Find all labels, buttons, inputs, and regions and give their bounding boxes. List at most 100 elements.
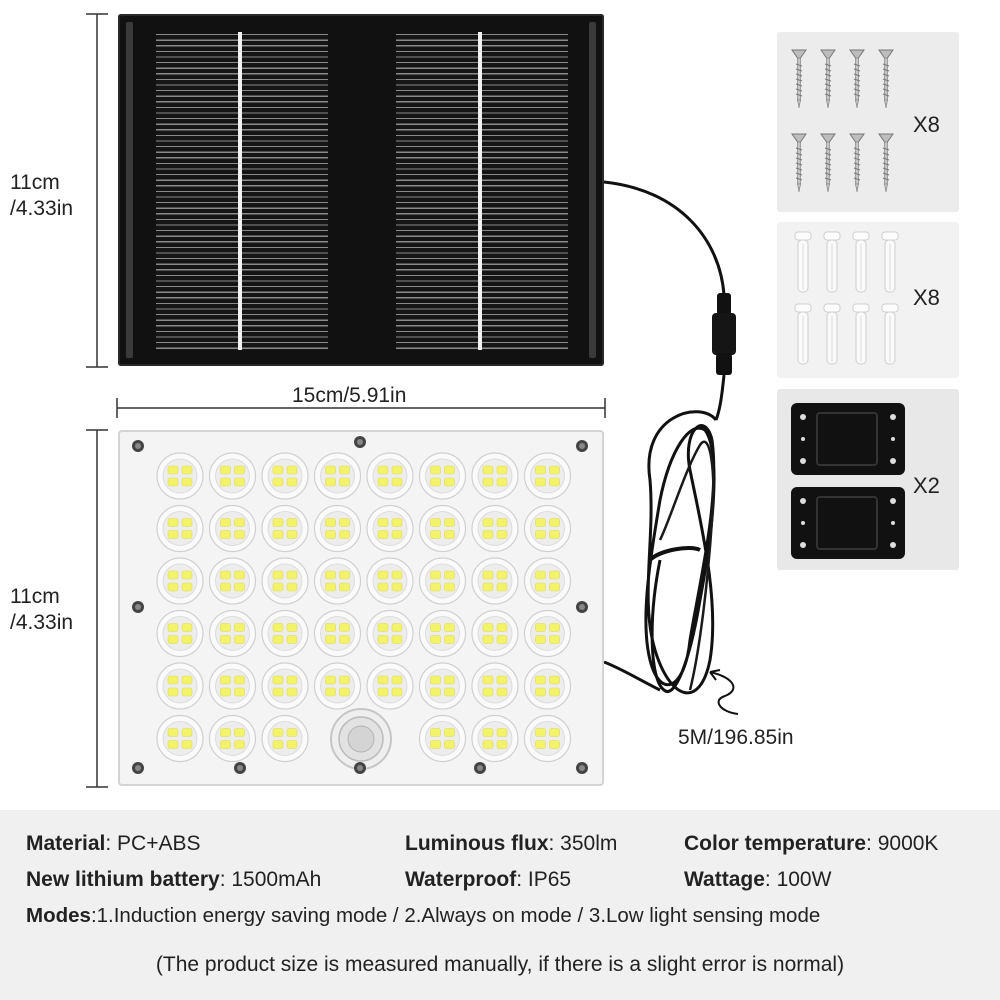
cable: [603, 180, 739, 715]
led-lens: [313, 609, 362, 658]
accessory-wall-plugs: X8: [777, 222, 959, 378]
panel-height-in: /4.33in: [10, 197, 74, 220]
led-lens: [313, 504, 362, 553]
led-lens: [208, 714, 257, 763]
mounting-screw-icon: [576, 601, 588, 613]
led-lens: [418, 452, 467, 500]
led-lens: [261, 714, 309, 763]
spec-section: [0, 810, 1000, 1000]
led-lens: [471, 504, 519, 553]
spec-battery-value: : 1500mAh: [219, 868, 322, 891]
spec-material: Material: PC+ABS: [26, 832, 201, 856]
spec-color-temperature: Color temperature: 9000K: [684, 832, 938, 856]
led-lens: [208, 452, 257, 500]
led-lens: [471, 557, 519, 605]
accessory-screws: X8: [777, 32, 959, 212]
led-lens: [261, 662, 309, 710]
light-height-in: /4.33in: [10, 611, 74, 634]
spec-waterproof-label: Waterproof: [405, 868, 517, 891]
mounting-screw-icon: [132, 762, 144, 774]
led-lens: [261, 504, 309, 553]
screws-quantity: X8: [913, 112, 940, 137]
spec-battery: New lithium battery: 1500mAh: [26, 868, 321, 892]
mounting-screw-icon: [576, 440, 588, 452]
spec-modes-label: Modes: [26, 904, 91, 927]
led-lens: [366, 557, 414, 605]
led-lens: [471, 452, 519, 500]
led-lens: [471, 662, 519, 710]
spec-waterproof: Waterproof: IP65: [405, 868, 571, 892]
spec-luminous-flux-value: : 350lm: [548, 832, 618, 855]
led-lens: [471, 609, 519, 658]
solar-cell-right: [396, 34, 568, 350]
spec-wattage-label: Wattage: [684, 868, 765, 891]
wall-plug-icon: [794, 231, 899, 365]
led-lens: [208, 557, 257, 605]
led-lens: [208, 662, 257, 710]
panel-height-label: 11cm /4.33in: [10, 170, 73, 222]
accessory-brackets: X2: [777, 389, 959, 570]
led-lens: [523, 662, 572, 710]
led-lens: [523, 609, 572, 658]
led-lens: [208, 609, 257, 658]
dimension-lines: [86, 13, 606, 788]
mounting-screw-icon: [234, 762, 246, 774]
brackets-quantity: X2: [913, 473, 940, 498]
led-lens: [523, 557, 572, 605]
led-lens: [523, 452, 572, 500]
cable-length-label: 5M/196.85in: [678, 726, 794, 749]
solar-panel: [118, 14, 604, 366]
solar-cell-left: [156, 34, 328, 350]
width-label: 15cm/5.91in: [292, 384, 407, 407]
motion-sensor-icon: [330, 708, 392, 770]
spec-wattage: Wattage: 100W: [684, 868, 831, 892]
led-lens: [261, 609, 309, 658]
led-lens: [313, 557, 362, 605]
spec-luminous-flux: Luminous flux: 350lm: [405, 832, 617, 856]
led-lens: [261, 557, 309, 605]
led-lens: [156, 504, 204, 553]
spec-color-temperature-value: : 9000K: [866, 832, 939, 855]
led-lens: [313, 662, 362, 710]
led-lens: [366, 452, 414, 500]
led-lens: [418, 714, 467, 763]
mounting-screw-icon: [576, 762, 588, 774]
spec-luminous-flux-label: Luminous flux: [405, 832, 549, 855]
light-height-cm: 11cm: [10, 585, 60, 608]
panel-height-cm: 11cm: [10, 171, 60, 194]
busbar-right: [478, 32, 482, 350]
led-lens: [366, 504, 414, 553]
mounting-screw-icon: [132, 601, 144, 613]
spec-waterproof-value: : IP65: [516, 868, 572, 891]
spec-material-label: Material: [26, 832, 106, 855]
led-lens: [261, 452, 309, 500]
spec-wattage-value: : 100W: [764, 868, 832, 891]
led-lens: [523, 714, 572, 763]
busbar-left: [238, 32, 242, 350]
led-lens: [418, 609, 467, 658]
spec-color-temperature-label: Color temperature: [684, 832, 867, 855]
led-lens: [418, 662, 467, 710]
led-lens: [366, 662, 414, 710]
mounting-screw-icon: [354, 762, 366, 774]
led-lens: [523, 504, 572, 553]
spec-modes: Modes:1.Induction energy saving mode / 2…: [26, 904, 820, 928]
measurement-note: (The product size is measured manually, …: [155, 953, 845, 976]
spec-material-value: : PC+ABS: [105, 832, 201, 855]
bracket-icon: [791, 403, 905, 559]
spec-battery-label: New lithium battery: [26, 868, 220, 891]
led-lens: [156, 609, 204, 658]
led-lens: [156, 557, 204, 605]
led-lens: [313, 452, 362, 500]
led-lens: [418, 557, 467, 605]
led-lens: [366, 609, 414, 658]
led-array: [132, 436, 588, 774]
light-height-label: 11cm /4.33in: [10, 584, 73, 636]
led-lens: [418, 504, 467, 553]
wall-plugs-quantity: X8: [913, 285, 940, 310]
led-lens: [156, 452, 204, 500]
led-lens: [208, 504, 257, 553]
led-lens: [156, 714, 204, 763]
led-lens: [471, 714, 519, 763]
spec-modes-value: :1.Induction energy saving mode / 2.Alwa…: [90, 904, 821, 927]
